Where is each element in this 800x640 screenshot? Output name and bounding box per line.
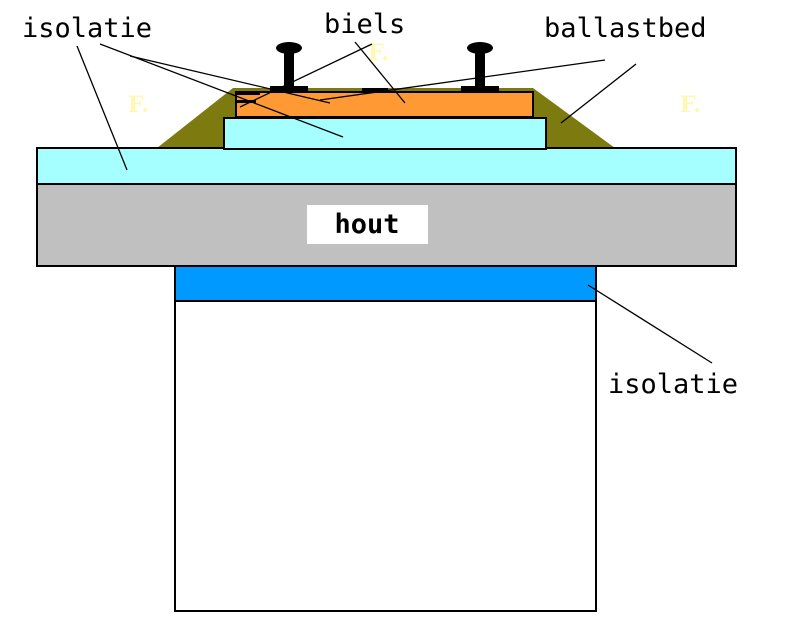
sleeper-insulation-pad [223, 117, 547, 150]
label-ballastbed: ballastbed [544, 13, 707, 44]
leader-isolatie-top-to-sleeper [99, 43, 344, 138]
faint-mark-center: F. [368, 40, 389, 66]
rail-right [461, 42, 499, 93]
faint-mark-right: F. [680, 92, 701, 118]
base-block [174, 299, 597, 612]
label-isolatie-bottom: isolatie [608, 369, 738, 400]
label-isolatie-top: isolatie [22, 13, 152, 44]
rail-clip-left [236, 91, 260, 95]
leader-isolatie-top-to-pad [129, 55, 331, 104]
faint-mark-left: F. [128, 92, 149, 118]
rail-left [270, 42, 308, 93]
sleeper [235, 91, 534, 118]
leader-isolatie-bottom [587, 284, 713, 364]
leader-isolatie-top-to-layer [76, 45, 128, 171]
leader-ballastbed-2 [560, 63, 637, 124]
label-biels: biels [324, 9, 405, 40]
wood-label: hout [334, 209, 399, 240]
leader-biels-2 [239, 43, 373, 108]
rail-clip-center [362, 88, 388, 93]
upper-insulation-layer [36, 147, 737, 185]
rail-clip-left-lower [236, 100, 256, 103]
wood-label-box [307, 205, 428, 244]
lower-insulation-layer [174, 265, 597, 302]
leader-biels-1 [354, 41, 406, 104]
leader-ballastbed-1 [319, 59, 606, 101]
